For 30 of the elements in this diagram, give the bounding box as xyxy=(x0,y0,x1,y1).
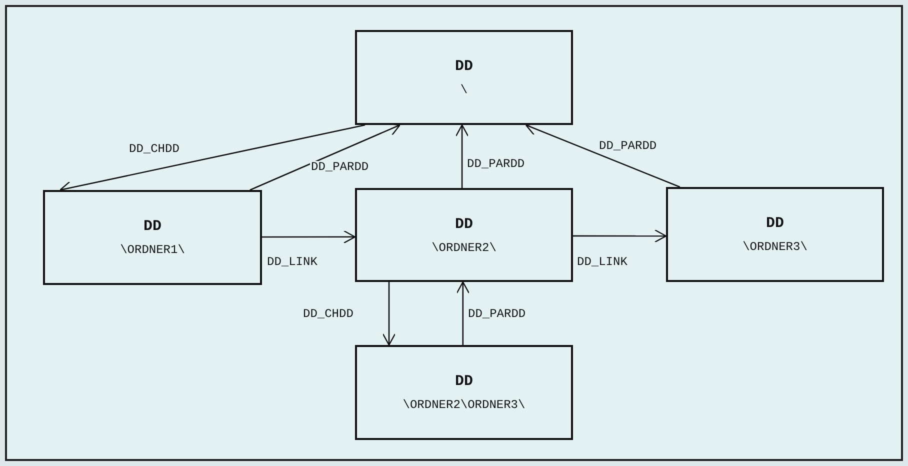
folder-box xyxy=(666,187,884,282)
node-title: DD xyxy=(143,219,162,234)
folder-path: \ORDNER3\ xyxy=(742,241,808,253)
edge-label: DD_PARDD xyxy=(467,308,527,320)
node-title: DD xyxy=(454,59,473,74)
folder-box xyxy=(355,188,573,282)
edge-label: DD_PARDD xyxy=(598,140,658,152)
arrow xyxy=(456,281,470,345)
arrow xyxy=(455,124,469,188)
folder-path: \ORDNER2\ xyxy=(432,242,496,254)
arrow xyxy=(262,230,356,244)
arrow xyxy=(525,122,680,188)
folder-box xyxy=(355,30,573,125)
edge-label: DD_PARDD xyxy=(466,158,526,170)
arrow xyxy=(382,282,396,346)
folder-path: \ORDNER2\ORDNER3\ xyxy=(402,399,526,411)
folder-box xyxy=(355,345,573,440)
node-title: DD xyxy=(766,216,784,231)
edge-label: DD_PARDD xyxy=(310,161,370,173)
node-title: DD xyxy=(454,216,473,232)
arrow xyxy=(250,123,400,191)
arrow xyxy=(573,229,667,243)
node-title: DD xyxy=(454,374,473,389)
edge-label: DD_CHDD xyxy=(128,143,180,155)
folder-path: \ xyxy=(460,84,468,96)
edge-label: DD_CHDD xyxy=(302,308,354,320)
edge-label: DD_LINK xyxy=(266,256,318,268)
edge-label: DD_LINK xyxy=(576,256,628,268)
folder-path: \ORDNER1\ xyxy=(120,244,185,256)
folder-box xyxy=(43,190,262,285)
